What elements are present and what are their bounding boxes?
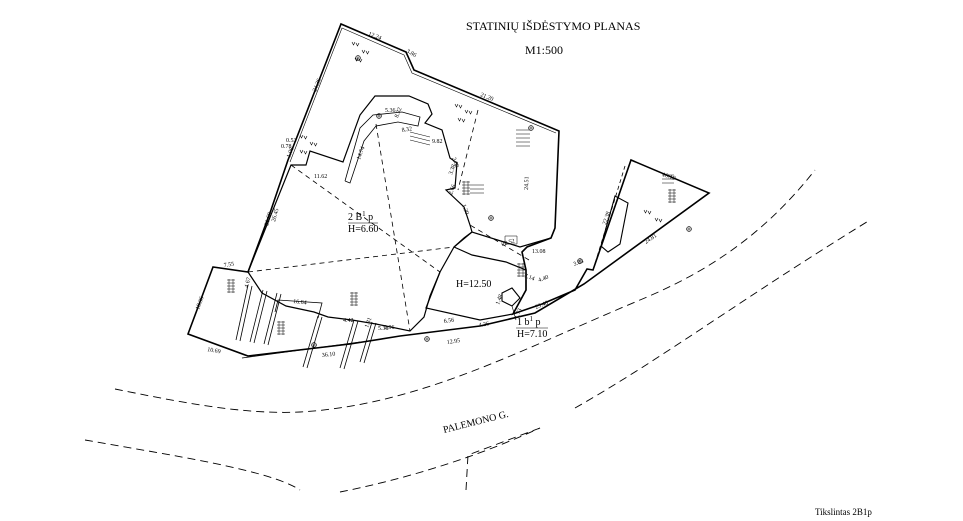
road-palemono [84, 169, 871, 493]
dimension-label: 36.10 [322, 352, 336, 359]
street-name: PALEMONO G. [442, 409, 510, 436]
dimension-label: 23.48 [535, 300, 550, 311]
dimension-label: 4.40 [538, 275, 550, 284]
dimension-label: 7.55 [223, 262, 234, 269]
building-h1250 [425, 109, 556, 321]
dimension-label: 22.38 [602, 211, 612, 226]
main-building-height: H=6.60 [348, 224, 378, 235]
dimension-label: 11.62 [314, 174, 327, 180]
right-structure-outline [600, 195, 629, 253]
hatch-symbols [226, 180, 677, 336]
dimension-label: 4.26 [478, 321, 489, 329]
dimension-labels: 12.24 3.86 24.36 21.20 0.53 1.06 0.78 11… [195, 31, 676, 359]
dimension-label: 0.78 [281, 144, 292, 150]
dimension-label: 2.66 [448, 184, 457, 196]
dimension-label: 13.08 [532, 249, 546, 255]
building-2b1p-inner [344, 111, 421, 184]
dimension-label: 0.53 [286, 138, 297, 144]
dimension-label: 12.95 [446, 338, 460, 346]
roof-ridge-1 [375, 123, 411, 332]
dimension-label: 9.82 [432, 139, 443, 145]
road-north-edge [114, 169, 816, 413]
annex-height: H=7.10 [517, 329, 547, 340]
dimension-label: 24.36 [312, 78, 323, 93]
dimension-label: 21.60 [264, 212, 273, 227]
building-1b1p-outline [501, 287, 521, 307]
road-island [465, 427, 541, 491]
dimension-label: 22.52 [501, 238, 516, 247]
dimension-label: 24.81 [644, 233, 659, 246]
annex-leader [511, 305, 517, 321]
dimension-label: 1.06 [286, 147, 295, 159]
dimension-label: 3.86 [405, 49, 417, 59]
dimension-label: 2.68 [450, 157, 459, 169]
building-h1250-dash [457, 109, 479, 191]
plan-title: STATINIŲ IŠDĖSTYMO PLANAS [466, 19, 641, 33]
building-2b1p-outline [247, 95, 473, 332]
dimension-label: 1.30 [460, 204, 469, 216]
dimension-label: 10.69 [207, 347, 221, 355]
dimension-label: 4.42 [343, 318, 354, 324]
dimension-label: 6.56 [443, 318, 454, 325]
dimension-label: 2.96 [384, 325, 395, 331]
dimension-label: 5.38 [378, 326, 389, 332]
dimension-label: 1.73 [514, 308, 523, 320]
building-h1250-outline [453, 227, 556, 248]
dimension-label: 3.38 [448, 164, 457, 176]
road-south-edge [84, 219, 871, 493]
dimension-label: 8.32 [394, 107, 403, 119]
building-h1250-dash2 [469, 224, 530, 261]
building-labels: 2 B1 p H=6.60 H=12.50 1 b1 p H=7.10 [348, 210, 547, 340]
plan-scale: M1:500 [525, 43, 564, 57]
dimension-label: 5.36 [385, 108, 396, 114]
revision-note: Tikslintas 2B1p [815, 507, 872, 517]
dimension-label: 12.24 [367, 31, 382, 42]
parking-area [235, 284, 377, 370]
right-parcel-structure [600, 195, 629, 253]
dimension-label: 18.36 [195, 296, 205, 311]
dimension-label: 16.64 [293, 299, 307, 306]
parcel-outer-line [186, 22, 711, 357]
dimension-label: 8.32 [401, 126, 412, 134]
dimension-label: 21.20 [479, 92, 494, 103]
dimension-label: 1.31 [364, 317, 373, 329]
dimension-label: 7.14 [523, 273, 535, 282]
dimension-label: 4.67 [244, 277, 253, 289]
building-2b1p [247, 95, 473, 332]
dimension-label: 26.45 [271, 208, 280, 223]
roof-ridge-3 [290, 164, 441, 273]
building-1b1p [501, 287, 548, 329]
secondary-building-height: H=12.50 [456, 279, 491, 290]
main-building-designation: 2 B1 p [348, 210, 373, 223]
dimension-label: 1.48 [495, 294, 504, 306]
parcel-boundary [186, 22, 711, 357]
annex-designation: 1 b1 p [517, 315, 541, 328]
dividing-lines [212, 165, 626, 273]
stairs [409, 129, 674, 245]
dimension-label: 10.19 [661, 172, 676, 182]
dimension-label: 14.74 [356, 146, 366, 161]
building-h1250-wall [425, 246, 527, 321]
roof-ridge-2 [247, 246, 455, 273]
dimension-label: 24.51 [524, 176, 530, 190]
parcel-inner-line [289, 27, 557, 163]
dimension-label: 3.63 [573, 259, 585, 268]
